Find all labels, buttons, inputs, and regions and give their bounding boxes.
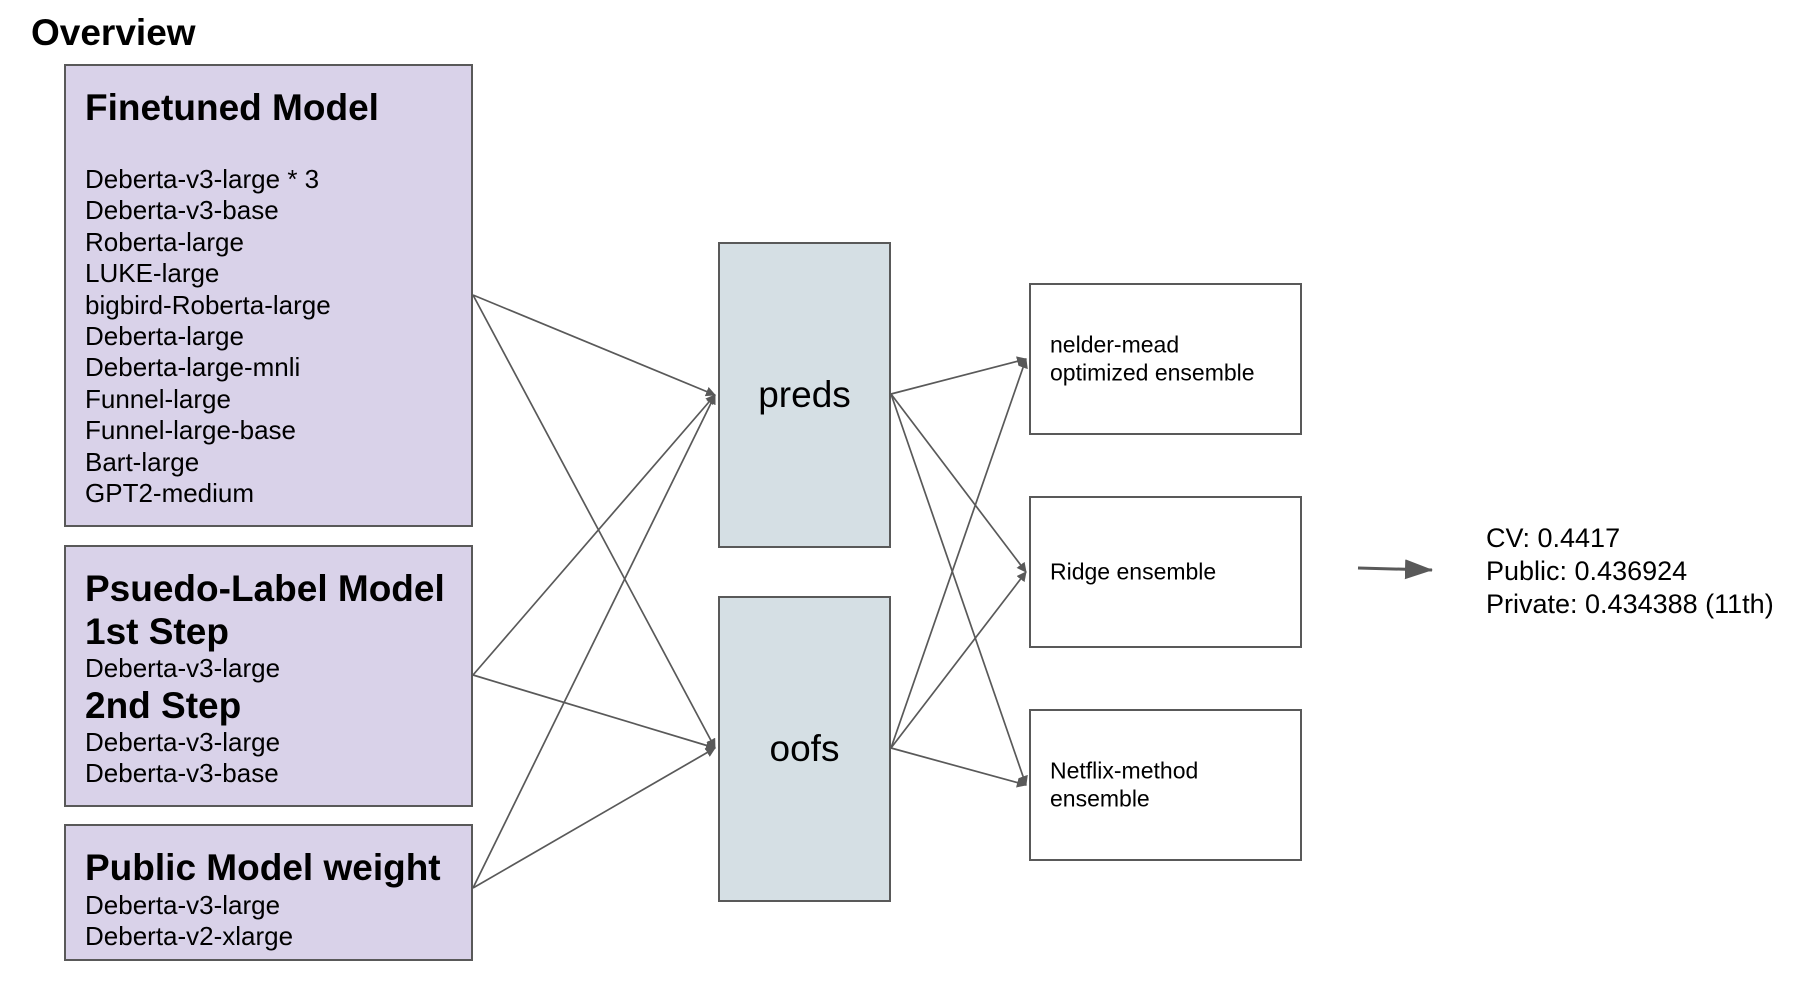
model-item: Deberta-v2-xlarge — [85, 921, 294, 952]
arrow-public-to-preds — [472, 394, 716, 889]
private-score: Private: 0.434388 (11th) — [1486, 589, 1774, 619]
cv-score: CV: 0.4417 — [1486, 523, 1621, 553]
ridge-ensemble-label: Ridge ensemble — [1050, 558, 1294, 586]
first-step-heading: 1st Step — [85, 611, 229, 652]
netflix-method-ensemble-box: Netflix-method ensemble — [1029, 709, 1302, 861]
model-item: Deberta-large-mnli — [85, 352, 301, 383]
second-step-heading: 2nd Step — [85, 685, 242, 726]
model-item: Funnel-large — [85, 383, 231, 414]
netflix-line2: ensemble — [1050, 785, 1150, 811]
model-item: Deberta-v3-large * 3 — [85, 164, 320, 194]
model-item: Funnel-large-base — [85, 415, 297, 446]
model-item: Bart-large — [85, 446, 200, 477]
ridge-ensemble-box: Ridge ensemble — [1029, 496, 1302, 648]
arrow-oofs-to-nelder — [890, 358, 1028, 749]
arrow-preds-to-ridge — [890, 393, 1027, 573]
arrow-oofs-to-ridge — [890, 571, 1027, 749]
finetuned-model-box: Finetuned Model Deberta-v3-large * 3 Deb… — [64, 64, 473, 527]
model-item: Deberta-v3-base — [85, 195, 279, 226]
oofs-label: oofs — [769, 728, 840, 769]
arrow-public-to-oofs — [472, 747, 716, 889]
model-item: Deberta-v3-base — [85, 758, 279, 788]
arrow-to-results — [1357, 559, 1433, 580]
arrow-oofs-to-netflix — [890, 747, 1027, 788]
arrow-finetuned-to-oofs — [472, 294, 716, 749]
pseudo-label-heading: Psuedo-Label Model — [85, 568, 445, 609]
nelder-mead-line2: optimized ensemble — [1050, 359, 1255, 385]
model-item: Deberta-v3-large — [85, 890, 281, 920]
model-item: LUKE-large — [85, 258, 220, 289]
public-score: Public: 0.436924 — [1486, 556, 1688, 586]
arrow-pseudo-to-oofs — [472, 674, 716, 751]
model-item: Deberta-v3-large — [85, 653, 281, 683]
finetuned-model-list: Deberta-v3-large * 3 Deberta-v3-base Rob… — [85, 164, 471, 509]
nelder-mead-line1: nelder-mead — [1050, 331, 1180, 358]
oofs-box: oofs — [718, 596, 891, 902]
diagram-title: Overview — [31, 12, 196, 53]
public-model-weight-box: Public Model weight Deberta-v3-large Deb… — [64, 824, 473, 961]
public-model-weight-heading: Public Model weight — [85, 847, 441, 888]
arrow-preds-to-nelder — [890, 356, 1027, 395]
nelder-mead-ensemble-label: nelder-mead optimized ensemble — [1050, 332, 1294, 387]
nelder-mead-ensemble-box: nelder-mead optimized ensemble — [1029, 283, 1302, 435]
preds-label: preds — [758, 374, 851, 415]
pseudo-label-model-box: Psuedo-Label Model 1st Step Deberta-v3-l… — [64, 545, 473, 807]
model-item: Roberta-large — [85, 226, 244, 257]
model-item: GPT2-medium — [85, 478, 255, 509]
arrow-finetuned-to-preds — [472, 294, 716, 397]
results-panel: CV: 0.4417 Public: 0.436924 Private: 0.4… — [1486, 522, 1774, 621]
ridge-line1: Ridge ensemble — [1050, 558, 1217, 585]
arrow-pseudo-to-preds — [472, 394, 716, 676]
model-item: Deberta-large — [85, 321, 244, 352]
finetuned-model-heading: Finetuned Model — [85, 87, 379, 128]
netflix-method-ensemble-label: Netflix-method ensemble — [1050, 758, 1294, 813]
netflix-line1: Netflix-method — [1050, 757, 1199, 784]
model-item: bigbird-Roberta-large — [85, 289, 331, 320]
model-item: Deberta-v3-large — [85, 727, 281, 757]
arrow-preds-to-netflix — [890, 393, 1028, 786]
preds-box: preds — [718, 242, 891, 548]
